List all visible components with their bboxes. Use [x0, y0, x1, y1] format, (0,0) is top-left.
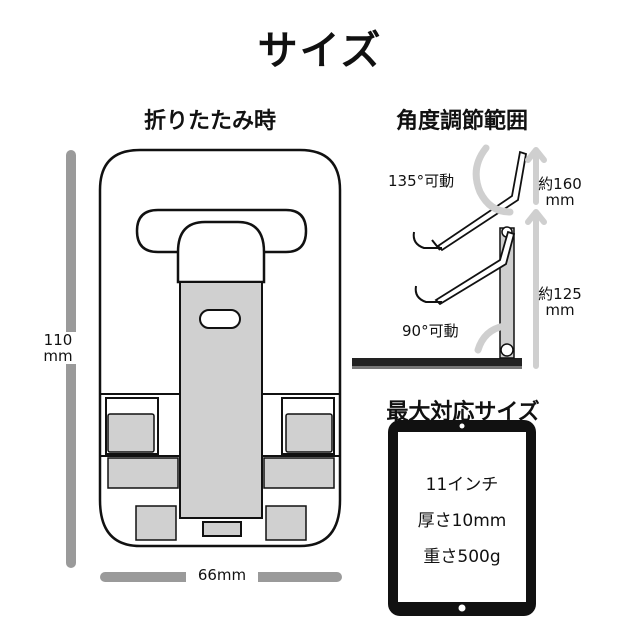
arc-135	[472, 144, 514, 216]
tablet-camera	[459, 423, 465, 429]
width-label: 66mm	[186, 566, 258, 584]
left-base-block	[135, 505, 177, 541]
height-label: 110 mm	[36, 332, 80, 364]
page-title: サイズ	[257, 28, 383, 74]
upper-height-value: 約160	[538, 175, 582, 193]
stand-neck	[176, 220, 266, 284]
base-plate	[352, 358, 522, 366]
right-base-block	[265, 505, 307, 541]
arc-90	[474, 322, 508, 354]
lower-arm	[434, 230, 516, 306]
lower-angle-label: 90°可動	[402, 322, 459, 340]
folded-heading: 折りたたみ時	[143, 109, 276, 134]
height-arrow-160	[525, 147, 547, 205]
right-pad-inner	[285, 413, 333, 453]
angle-heading: 角度調節範囲	[395, 109, 528, 134]
upper-height-label: 約160 mm	[532, 176, 588, 208]
height-unit: mm	[43, 347, 73, 365]
upper-angle-label: 135°可動	[388, 172, 455, 190]
tablet-home-button	[458, 604, 466, 612]
left-foot	[107, 457, 179, 489]
height-value: 110	[43, 331, 73, 349]
stand-bottom-block	[202, 521, 242, 537]
spec-thickness: 厚さ10mm	[417, 511, 507, 531]
left-pad-inner	[107, 413, 155, 453]
lower-height-label: 約125 mm	[532, 286, 588, 318]
spec-screen: 11インチ	[425, 475, 499, 495]
right-foot	[263, 457, 335, 489]
lower-height-unit: mm	[545, 301, 575, 319]
upper-arm	[436, 150, 528, 252]
spec-weight: 重さ500g	[423, 547, 501, 567]
tablet-screen	[398, 432, 526, 602]
height-arrow-125	[525, 209, 547, 369]
lower-height-value: 約125	[538, 285, 582, 303]
upper-height-unit: mm	[545, 191, 575, 209]
stand-slot	[199, 309, 241, 329]
